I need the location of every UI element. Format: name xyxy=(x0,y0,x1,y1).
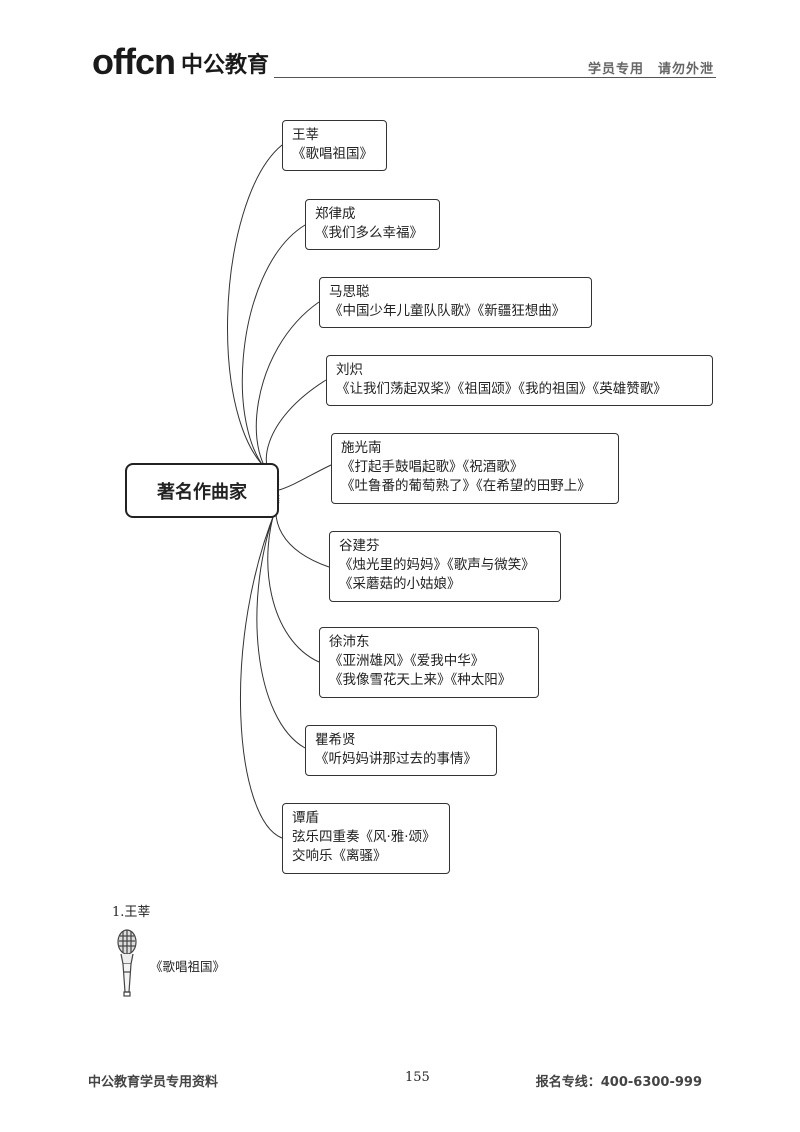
composer-name: 施光南 xyxy=(341,440,382,456)
connector-1 xyxy=(227,144,283,479)
composer-works: 《歌唱祖国》 xyxy=(292,146,373,162)
brand-logo: offcn 中公教育 xyxy=(92,44,269,80)
composer-works: 《我像雪花天上来》《种太阳》 xyxy=(329,672,512,688)
composer-node-wangshen: 王莘 《歌唱祖国》 xyxy=(282,120,387,171)
microphone-icon xyxy=(117,929,137,997)
composer-name: 徐沛东 xyxy=(329,634,370,650)
header-divider xyxy=(274,77,716,78)
section-heading: 1.王莘 xyxy=(112,905,151,920)
header-confidential-note: 学员专用 请勿外泄 xyxy=(587,62,714,77)
composer-works: 《听妈妈讲那过去的事情》 xyxy=(315,751,477,767)
composer-node-liuchi: 刘炽 《让我们荡起双桨》《祖国颂》《我的祖国》《英雄赞歌》 xyxy=(326,355,713,406)
composer-works: 《我们多么幸福》 xyxy=(315,225,423,241)
composer-name: 郑律成 xyxy=(315,206,356,222)
connector-8 xyxy=(256,499,306,749)
mindmap-center-topic: 著名作曲家 xyxy=(125,463,279,518)
composer-works: 交响乐《离骚》 xyxy=(292,848,387,864)
composer-node-xupeidong: 徐沛东 《亚洲雄风》《爱我中华》 《我像雪花天上来》《种太阳》 xyxy=(319,627,539,698)
page-number: 155 xyxy=(405,1070,430,1085)
composer-works: 《打起手鼓唱起歌》《祝酒歌》 xyxy=(341,459,524,475)
connector-7 xyxy=(267,497,320,663)
composer-works: 《中国少年儿童队队歌》《新疆狂想曲》 xyxy=(329,303,566,319)
composer-name: 瞿希贤 xyxy=(315,732,356,748)
logo-latin-text: offcn xyxy=(92,41,176,82)
footer-hotline: 报名专线：400-6300-999 xyxy=(535,1075,702,1090)
composer-node-masicong: 马思聪 《中国少年儿童队队歌》《新疆狂想曲》 xyxy=(319,277,592,328)
logo-chinese-text: 中公教育 xyxy=(180,53,269,78)
composer-node-gujianfen: 谷建芬 《烛光里的妈妈》《歌声与微笑》 《采蘑菇的小姑娘》 xyxy=(329,531,561,602)
composer-name: 谷建芬 xyxy=(339,538,380,554)
composer-works: 《亚洲雄风》《爱我中华》 xyxy=(329,653,485,669)
connector-2 xyxy=(241,224,306,481)
connector-9 xyxy=(239,501,283,839)
section-work-title: 《歌唱祖国》 xyxy=(150,959,226,974)
composer-works: 《让我们荡起双桨》《祖国颂》《我的祖国》《英雄赞歌》 xyxy=(336,381,667,397)
connector-6 xyxy=(275,494,330,568)
composer-works: 《吐鲁番的葡萄熟了》《在希望的田野上》 xyxy=(341,478,591,494)
composer-name: 马思聪 xyxy=(329,284,370,300)
connector-5 xyxy=(278,464,332,491)
composer-name: 王莘 xyxy=(292,127,319,143)
connector-3 xyxy=(255,301,320,483)
composer-works: 《烛光里的妈妈》《歌声与微笑》 xyxy=(339,557,535,573)
composer-name: 刘炽 xyxy=(336,362,363,378)
composer-name: 谭盾 xyxy=(292,810,319,826)
composer-node-quxixian: 瞿希贤 《听妈妈讲那过去的事情》 xyxy=(305,725,497,776)
composer-node-shiguangnan: 施光南 《打起手鼓唱起歌》《祝酒歌》 《吐鲁番的葡萄熟了》《在希望的田野上》 xyxy=(331,433,619,504)
composer-works: 弦乐四重奏《风·雅·颂》 xyxy=(292,829,436,845)
footer-material-label: 中公教育学员专用资料 xyxy=(88,1075,219,1090)
composer-works: 《采蘑菇的小姑娘》 xyxy=(339,576,461,592)
composer-node-tandun: 谭盾 弦乐四重奏《风·雅·颂》 交响乐《离骚》 xyxy=(282,803,450,874)
composer-node-zhenglvcheng: 郑律成 《我们多么幸福》 xyxy=(305,199,440,250)
